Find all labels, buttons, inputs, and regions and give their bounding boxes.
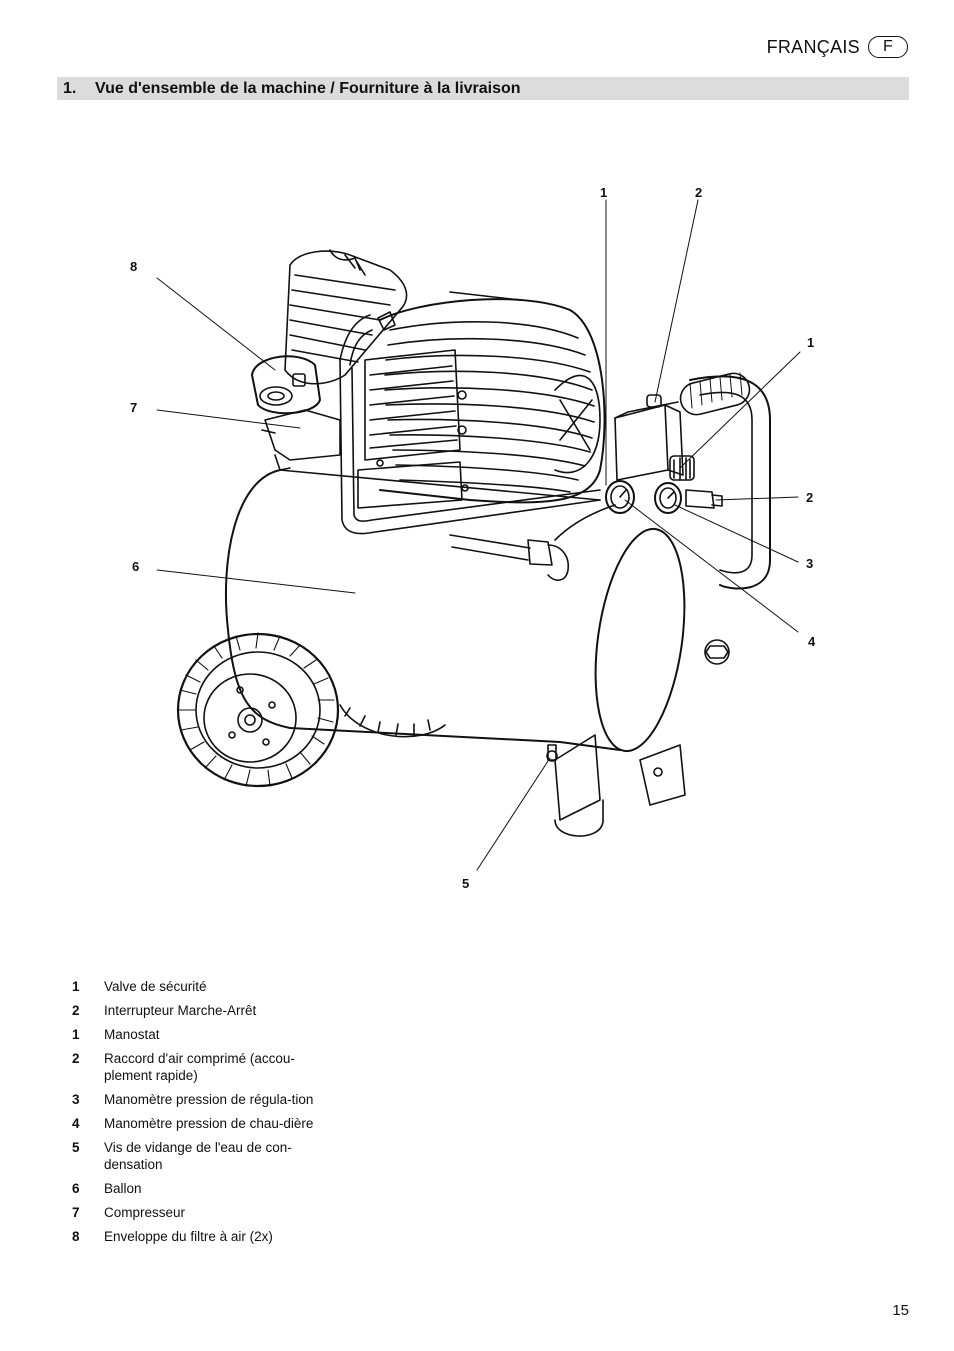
legend-number: 6 bbox=[72, 1181, 80, 1196]
legend-text: Vis de vidange de l'eau de con-densation bbox=[104, 1140, 292, 1172]
page-number: 15 bbox=[892, 1302, 909, 1319]
pressure-switch bbox=[614, 394, 684, 481]
legend-number: 4 bbox=[72, 1116, 80, 1131]
callout-label: 1 bbox=[600, 185, 607, 200]
legend-item: 1 Valve de sécurité bbox=[72, 978, 332, 995]
legend-item: 7 Compresseur bbox=[72, 1204, 332, 1221]
legend-item: 2 Interrupteur Marche-Arrêt bbox=[72, 1002, 332, 1019]
callout-label: 7 bbox=[130, 400, 137, 415]
callout-label: 6 bbox=[132, 559, 139, 574]
leader-lines bbox=[156, 199, 801, 871]
quick-coupling bbox=[685, 489, 723, 509]
legend-item: 6 Ballon bbox=[72, 1180, 332, 1197]
compressor-base bbox=[261, 409, 341, 471]
legend-number: 8 bbox=[72, 1229, 80, 1244]
legend-item: 3 Manomètre pression de régula-tion bbox=[72, 1091, 332, 1108]
handle-frame bbox=[679, 372, 771, 590]
legend-text: Manostat bbox=[104, 1027, 160, 1042]
legend-number: 3 bbox=[72, 1092, 80, 1107]
language-label: FRANÇAIS bbox=[766, 36, 860, 57]
callout-label: 8 bbox=[130, 259, 137, 274]
legend-text: Manomètre pression de chau-dière bbox=[104, 1116, 314, 1131]
callout-label: 2 bbox=[695, 185, 702, 200]
section-heading: 1. Vue d'ensemble de la machine / Fourni… bbox=[57, 77, 909, 100]
legend-number: 2 bbox=[72, 1051, 80, 1066]
legend-text: Interrupteur Marche-Arrêt bbox=[104, 1003, 257, 1018]
section-title: Vue d'ensemble de la machine / Fournitur… bbox=[95, 79, 521, 97]
callout-labels: 1 2 8 1 7 2 6 3 4 5 bbox=[130, 185, 816, 891]
legend-number: 1 bbox=[72, 979, 80, 994]
language-indicator: FRANÇAIS F bbox=[767, 36, 908, 58]
legend-item: 5 Vis de vidange de l'eau de con-densati… bbox=[72, 1139, 332, 1173]
legend-text: Raccord d'air comprimé (accou-plement ra… bbox=[104, 1051, 295, 1083]
legend-item: 1 Manostat bbox=[72, 1026, 332, 1043]
tank-feet bbox=[546, 734, 686, 837]
drain-screw bbox=[547, 744, 557, 761]
section-number: 1. bbox=[63, 79, 77, 97]
pressure-hose bbox=[449, 504, 616, 581]
frame-tube bbox=[339, 314, 601, 535]
legend-text: Ballon bbox=[104, 1181, 142, 1196]
legend-number: 7 bbox=[72, 1205, 80, 1220]
rear-wheel bbox=[339, 704, 446, 738]
pump-cylinder bbox=[284, 249, 408, 385]
legend-number: 5 bbox=[72, 1140, 80, 1155]
compressor-illustration: 1 2 8 1 7 2 6 3 4 5 bbox=[130, 185, 816, 891]
legend-text: Enveloppe du filtre à air (2x) bbox=[104, 1229, 273, 1244]
legend-text: Manomètre pression de régula-tion bbox=[104, 1092, 314, 1107]
legend-number: 1 bbox=[72, 1027, 80, 1042]
callout-label: 3 bbox=[806, 556, 813, 571]
regulation-pressure-gauge bbox=[654, 482, 682, 514]
tank-pressure-gauge bbox=[605, 480, 635, 514]
regulator-knob bbox=[669, 455, 695, 481]
legend-item: 2 Raccord d'air comprimé (accou-plement … bbox=[72, 1050, 332, 1084]
motor-side-box bbox=[357, 349, 469, 509]
motor bbox=[379, 291, 606, 504]
air-filter-housing bbox=[251, 355, 321, 415]
tank bbox=[225, 469, 730, 753]
parts-legend: 1 Valve de sécurité 2 Interrupteur March… bbox=[72, 978, 332, 1252]
front-wheel bbox=[176, 632, 340, 788]
callout-label: 4 bbox=[808, 634, 816, 649]
callout-label: 2 bbox=[806, 490, 813, 505]
legend-item: 8 Enveloppe du filtre à air (2x) bbox=[72, 1228, 332, 1245]
language-code-badge: F bbox=[868, 36, 908, 58]
legend-text: Compresseur bbox=[104, 1205, 186, 1220]
legend-item: 4 Manomètre pression de chau-dière bbox=[72, 1115, 332, 1132]
legend-number: 2 bbox=[72, 1003, 80, 1018]
callout-label: 1 bbox=[807, 335, 814, 350]
legend-text: Valve de sécurité bbox=[104, 979, 207, 994]
callout-label: 5 bbox=[462, 876, 469, 891]
